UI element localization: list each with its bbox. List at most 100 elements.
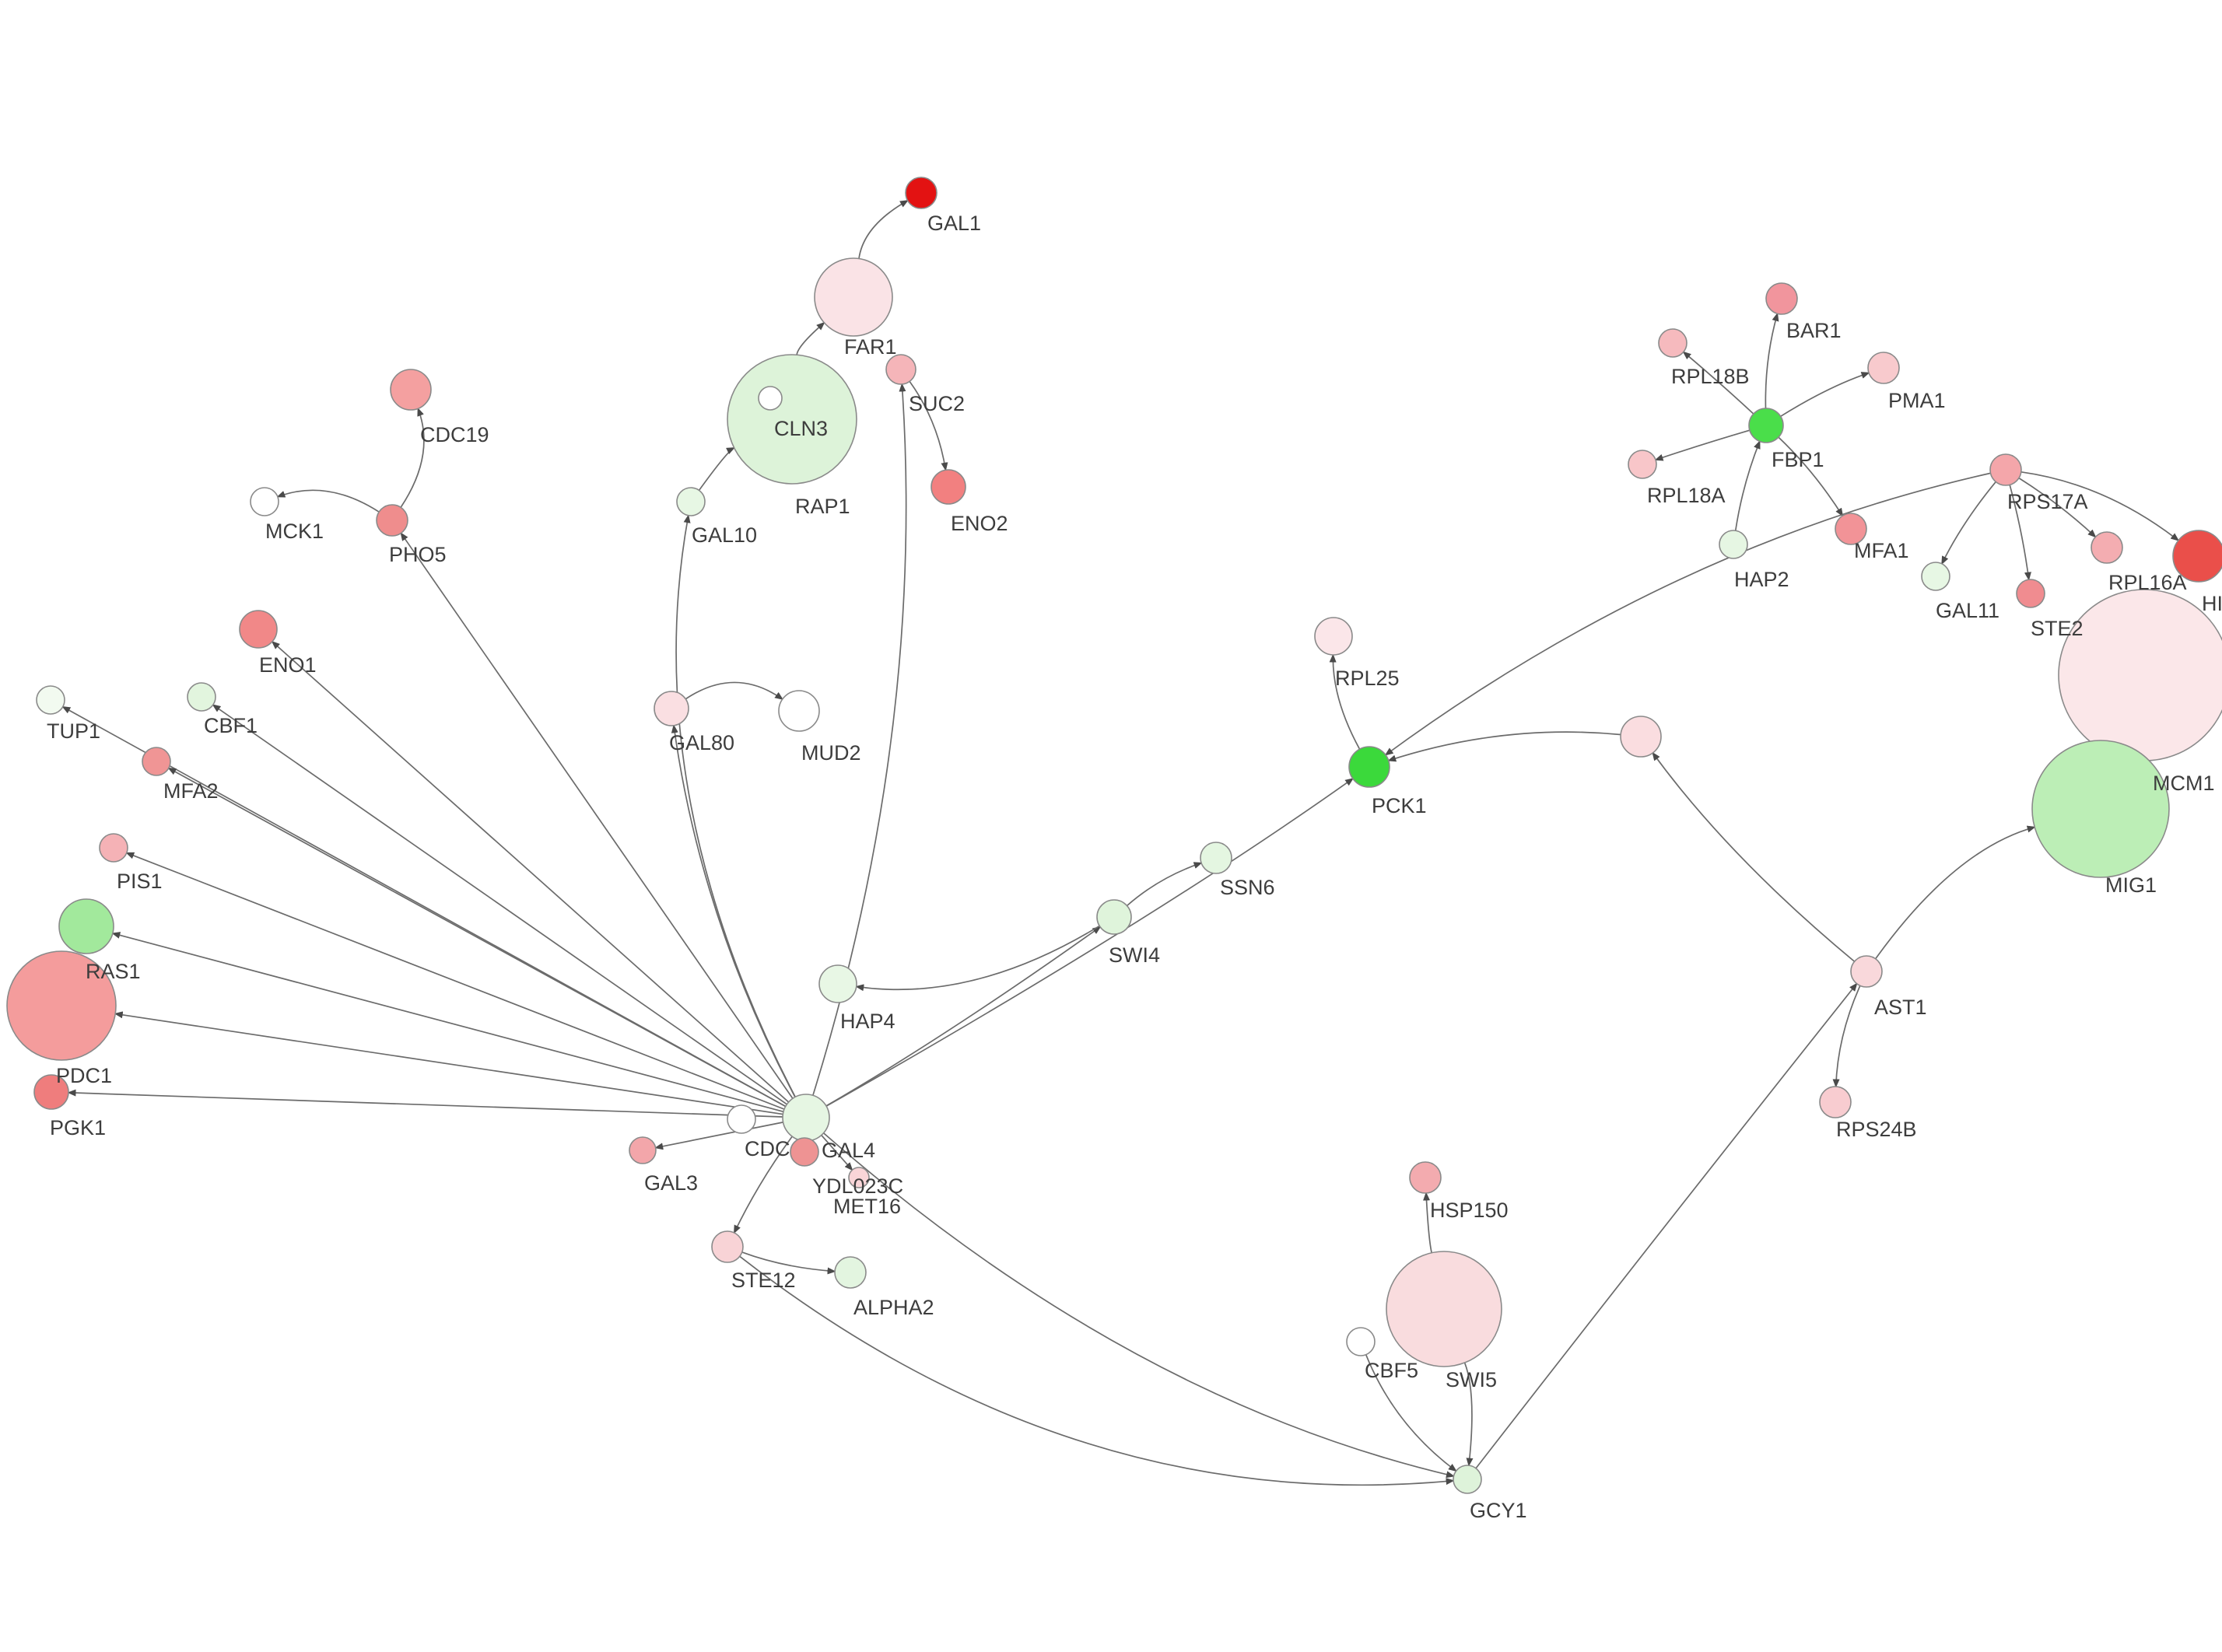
edge-SWI4-SSN6[interactable] <box>1126 862 1203 907</box>
edge-FBP1-MFA1[interactable] <box>1778 436 1844 517</box>
node-ENO2[interactable] <box>931 469 966 505</box>
edge-GAL10-CLN3[interactable] <box>698 446 735 491</box>
node-MIG1[interactable] <box>2031 740 2170 878</box>
edge-AST1-NODE53[interactable] <box>1652 751 1856 962</box>
edge-PCK1-RPL25[interactable] <box>1329 653 1361 750</box>
edge-GCY1-AST1[interactable] <box>1475 982 1858 1469</box>
node-RAS1[interactable] <box>58 898 114 954</box>
edge-STE12-GCY1[interactable] <box>739 1255 1455 1486</box>
edge-GAL4-STE12[interactable] <box>733 1136 793 1234</box>
node-GCY1[interactable] <box>1453 1465 1482 1494</box>
node-RPL16A[interactable] <box>2091 531 2123 564</box>
node-BAR1[interactable] <box>1765 282 1798 315</box>
edge-STE12-ALPHA2[interactable] <box>741 1251 836 1275</box>
node-RPL25[interactable] <box>1314 617 1353 656</box>
node-RPS17A[interactable] <box>1989 453 2022 486</box>
node-MET16[interactable] <box>848 1167 870 1188</box>
node-MCK1[interactable] <box>250 487 279 516</box>
edge-GAL4-GAL10[interactable] <box>675 514 796 1097</box>
node-TUP1[interactable] <box>36 685 65 715</box>
node-GAL1[interactable] <box>905 177 938 209</box>
node-PGK1[interactable] <box>33 1074 69 1110</box>
node-SUC2[interactable] <box>885 354 916 385</box>
node-MUD2[interactable] <box>778 690 820 732</box>
node-HSP150[interactable] <box>1409 1161 1442 1194</box>
edge-AST1-MIG1[interactable] <box>1874 825 2036 960</box>
node-GAL4[interactable] <box>782 1094 830 1142</box>
node-AST1[interactable] <box>1850 955 1883 988</box>
node-PCK1[interactable] <box>1348 746 1390 788</box>
node-CBF5[interactable] <box>1346 1327 1376 1356</box>
node-PDC1[interactable] <box>6 950 117 1061</box>
node-RPL18B[interactable] <box>1658 328 1688 358</box>
node-RPL18A[interactable] <box>1628 450 1657 479</box>
node-GAL11[interactable] <box>1921 562 1950 591</box>
node-CBF1[interactable] <box>187 682 216 712</box>
node-CDC[interactable] <box>727 1104 756 1134</box>
node-STE12[interactable] <box>711 1230 744 1263</box>
edge-NODE53-PCK1[interactable] <box>1387 731 1621 762</box>
edge-HAP2-FBP1[interactable] <box>1734 440 1761 531</box>
node-ENO1[interactable] <box>239 610 278 649</box>
edge-CBF5-GCY1[interactable] <box>1365 1354 1457 1472</box>
node-SSN6[interactable] <box>1200 842 1232 874</box>
node-HAP2[interactable] <box>1719 530 1748 559</box>
edge-SWI5-GCY1[interactable] <box>1463 1362 1474 1467</box>
node-MCM1[interactable] <box>2058 589 2222 761</box>
edge-PHO5-CDC19[interactable] <box>400 407 425 508</box>
edge-GAL4-GAL3[interactable] <box>654 1122 783 1150</box>
edge-FBP1-BAR1[interactable] <box>1765 312 1779 409</box>
edge-FBP1-RPL18B[interactable] <box>1682 351 1754 415</box>
node-FAR1[interactable] <box>814 257 893 337</box>
edge-RPS17A-STE2[interactable] <box>2009 485 2031 581</box>
node-HIS4[interactable] <box>2172 530 2222 583</box>
edge-SUC2-ENO2[interactable] <box>909 380 948 471</box>
node-GAL3[interactable] <box>629 1136 657 1164</box>
node-PHO5[interactable] <box>376 504 408 537</box>
edge-RPS17A-PCK1[interactable] <box>1384 472 1991 756</box>
edge-CLN3-FAR1[interactable] <box>796 321 825 355</box>
edge-SWI5-HSP150[interactable] <box>1423 1192 1432 1253</box>
node-CDC19[interactable] <box>390 369 432 411</box>
edge-PHO5-MCK1[interactable] <box>276 489 380 513</box>
node-ALPHA2[interactable] <box>834 1256 867 1289</box>
node-PIS1[interactable] <box>99 833 128 863</box>
node-NODE53[interactable] <box>1620 716 1662 758</box>
edge-GAL4-ENO1[interactable] <box>271 640 790 1103</box>
node-GAL80[interactable] <box>654 691 689 726</box>
edge-GAL4-PDC1[interactable] <box>114 1011 783 1115</box>
edge-GAL4-PGK1[interactable] <box>67 1089 783 1118</box>
edge-GAL4-MET16[interactable] <box>821 1134 853 1171</box>
edge-SWI4-HAP4[interactable] <box>855 925 1100 992</box>
node-MFA1[interactable] <box>1835 513 1867 545</box>
edge-AST1-RPS24B[interactable] <box>1832 985 1861 1088</box>
edge-FAR1-GAL1[interactable] <box>858 200 909 259</box>
edge-RPS17A-RPL16A[interactable] <box>2018 477 2097 538</box>
node-SWI4[interactable] <box>1096 899 1132 935</box>
edge-GAL4-MFA2[interactable] <box>167 767 787 1108</box>
edge-GAL4-CBF1[interactable] <box>212 704 787 1105</box>
node-YDL023C[interactable] <box>790 1137 819 1167</box>
edge-RPS17A-GAL11[interactable] <box>1941 481 1996 565</box>
node-STE2[interactable] <box>2016 579 2045 608</box>
node-MFA2[interactable] <box>142 747 171 776</box>
node-SWI5[interactable] <box>1386 1251 1502 1367</box>
edge-GAL4-GAL80[interactable] <box>671 724 796 1097</box>
edge-FBP1-RPL18A[interactable] <box>1654 429 1751 461</box>
edge-RPS17A-HIS4[interactable] <box>2020 471 2180 541</box>
node-HAP4[interactable] <box>818 964 857 1003</box>
edge-GAL4-RAS1[interactable] <box>111 932 784 1113</box>
edge-GAL4-GCY1[interactable] <box>822 1132 1455 1479</box>
edge-GAL80-MUD2[interactable] <box>685 681 783 700</box>
node-RPS24B[interactable] <box>1819 1086 1852 1118</box>
edge-FBP1-PMA1[interactable] <box>1780 372 1870 418</box>
node-PMA1[interactable] <box>1867 352 1900 384</box>
node-GAL10[interactable] <box>676 487 706 516</box>
node-CLN3[interactable] <box>727 354 857 485</box>
node-RAP1[interactable] <box>758 386 783 411</box>
edge-GAL4-PHO5[interactable] <box>400 532 794 1099</box>
edge-GAL4-PCK1[interactable] <box>825 778 1355 1107</box>
edge-GAL4-PIS1[interactable] <box>125 852 785 1110</box>
node-FBP1[interactable] <box>1748 408 1784 443</box>
edge-GAL4-SWI4[interactable] <box>825 926 1102 1107</box>
